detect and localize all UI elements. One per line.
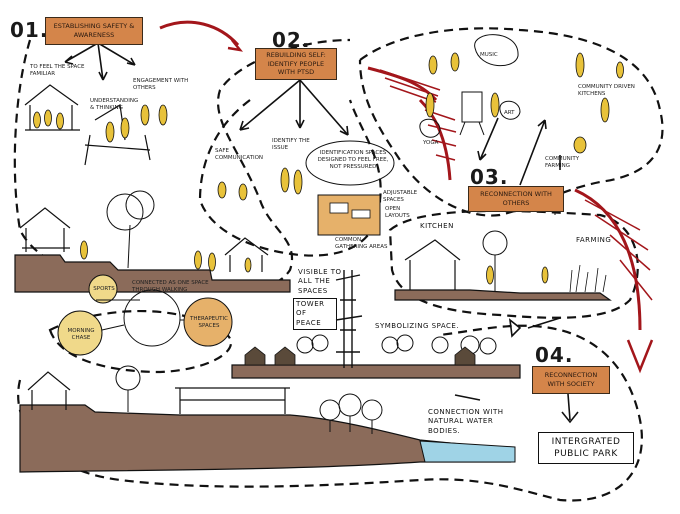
step-1-number: 01. xyxy=(10,18,49,42)
note-safe-communication: Safe communication xyxy=(215,148,264,162)
identification-bubble xyxy=(305,140,395,186)
farming-plants xyxy=(569,264,607,293)
bubble-therapeutic xyxy=(183,297,233,347)
bubble-morning-label: Morning chase xyxy=(67,328,95,342)
bubble-morning xyxy=(57,310,103,356)
note-identify-issue: Identify the issue xyxy=(272,138,310,152)
note-engagement: Engagement with others xyxy=(133,78,189,92)
note-yoga: Yoga xyxy=(423,140,439,146)
step-1-title-box: Establishing Safety & Awareness xyxy=(45,17,143,45)
red-arrow-1-2 xyxy=(159,20,240,47)
step-4-title-box: Reconnection with society xyxy=(532,366,610,394)
yoga-bubble xyxy=(419,118,441,138)
step-4-number: 04. xyxy=(535,343,574,367)
zone-3-outline xyxy=(358,27,664,217)
bubble-sports xyxy=(88,274,118,304)
note-kitchen: Kitchen xyxy=(420,222,454,230)
bubble-diagram xyxy=(57,274,233,356)
flow-arrows xyxy=(64,42,579,424)
note-common-spaces: Common gathering areas xyxy=(335,237,388,251)
trees xyxy=(106,190,508,434)
note-visible: Visible to all the spaces xyxy=(298,268,342,295)
note-adjustable: Adjustable spaces xyxy=(383,190,418,204)
pavilion-section4 xyxy=(175,387,290,414)
art-bubble xyxy=(499,100,521,120)
step-3-title-box: Reconnection with others xyxy=(468,186,564,212)
note-connection-water: Connection with natural water bodies. xyxy=(428,408,504,435)
red-arrow-3-4 xyxy=(574,188,642,331)
people-figures xyxy=(33,52,624,285)
section-4-ground xyxy=(19,404,512,473)
tower-of-peace xyxy=(335,270,363,368)
note-symbolizing: Symbolizing space. xyxy=(375,322,460,330)
bubble-therapeutic-label: Therapeutic spaces xyxy=(190,316,228,330)
hut-section4 xyxy=(27,371,71,410)
note-farming: Farming xyxy=(576,236,612,244)
note-art: Art xyxy=(504,110,515,116)
music-bubble xyxy=(474,34,519,67)
note-community-farming: Community farming xyxy=(545,156,580,170)
bubble-zone-outline xyxy=(48,310,233,374)
hut-section1b xyxy=(224,237,269,272)
houses-row xyxy=(244,346,476,366)
bubble-walking xyxy=(123,289,181,347)
step-3-number: 03. xyxy=(470,165,509,189)
zone-2-outline xyxy=(198,99,382,257)
plan-sketch xyxy=(317,194,381,236)
note-community-kitchen: Community driven kitchens xyxy=(578,84,635,98)
zone-4-outline xyxy=(17,324,643,502)
zone-1-outline xyxy=(13,38,351,288)
bubble-connected-label: Connected as one space through walking xyxy=(132,280,209,294)
note-feel-space: To feel the space familiar xyxy=(30,64,85,78)
integrated-park-box: Intergrated public park xyxy=(538,432,634,465)
hut-section1a xyxy=(19,207,71,252)
speech-bubbles xyxy=(305,34,521,186)
hut-step1 xyxy=(24,84,80,131)
section-center-ground xyxy=(231,364,521,379)
note-tower: Tower of peace xyxy=(293,298,337,331)
note-music: Music xyxy=(480,52,498,58)
bubble-sports-label: Sports xyxy=(93,286,115,292)
kitchen-hut xyxy=(404,239,461,290)
ground-sections xyxy=(14,254,612,473)
note-open-layouts: Open layouts xyxy=(385,206,410,220)
note-identification-spaces: Identification spaces designed to feel f… xyxy=(317,150,389,171)
note-understanding: Understanding & thinking xyxy=(90,98,139,112)
step-2-title-box: Rebuilding Self: Identify people with PT… xyxy=(255,48,337,80)
water-body xyxy=(419,440,516,463)
section-3-ground xyxy=(394,289,612,301)
huts xyxy=(19,84,461,414)
table-step1 xyxy=(84,104,151,166)
